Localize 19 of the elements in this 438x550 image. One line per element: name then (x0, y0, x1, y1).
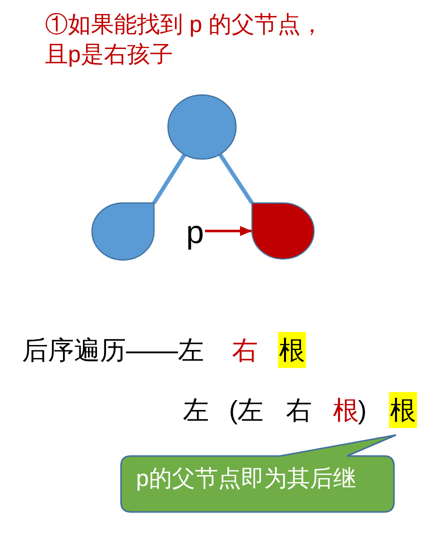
title: ①如果能找到 p 的父节点，且p是右孩子 (45, 10, 325, 69)
arrow (205, 226, 252, 236)
callout-bubble (120, 433, 398, 514)
order-term: 右 (232, 334, 258, 366)
traversal-rule-text: 后序遍历——左 (22, 334, 204, 366)
variable-label: p (185, 215, 205, 249)
root-node (167, 94, 237, 160)
order-term: 左 (183, 394, 209, 426)
right-child-node (251, 202, 315, 260)
order-term: (左 (229, 394, 264, 426)
closing-bracket: ) (358, 394, 367, 426)
connector-line (152, 153, 186, 204)
left-child-node (91, 202, 155, 261)
connector-line (218, 153, 254, 204)
callout-text: p的父节点即为其后继 (136, 464, 356, 492)
order-term: 根 (333, 394, 359, 426)
order-term: 右 (286, 394, 312, 426)
highlighted-term: 根 (278, 332, 306, 368)
highlighted-term: 根 (389, 392, 417, 428)
